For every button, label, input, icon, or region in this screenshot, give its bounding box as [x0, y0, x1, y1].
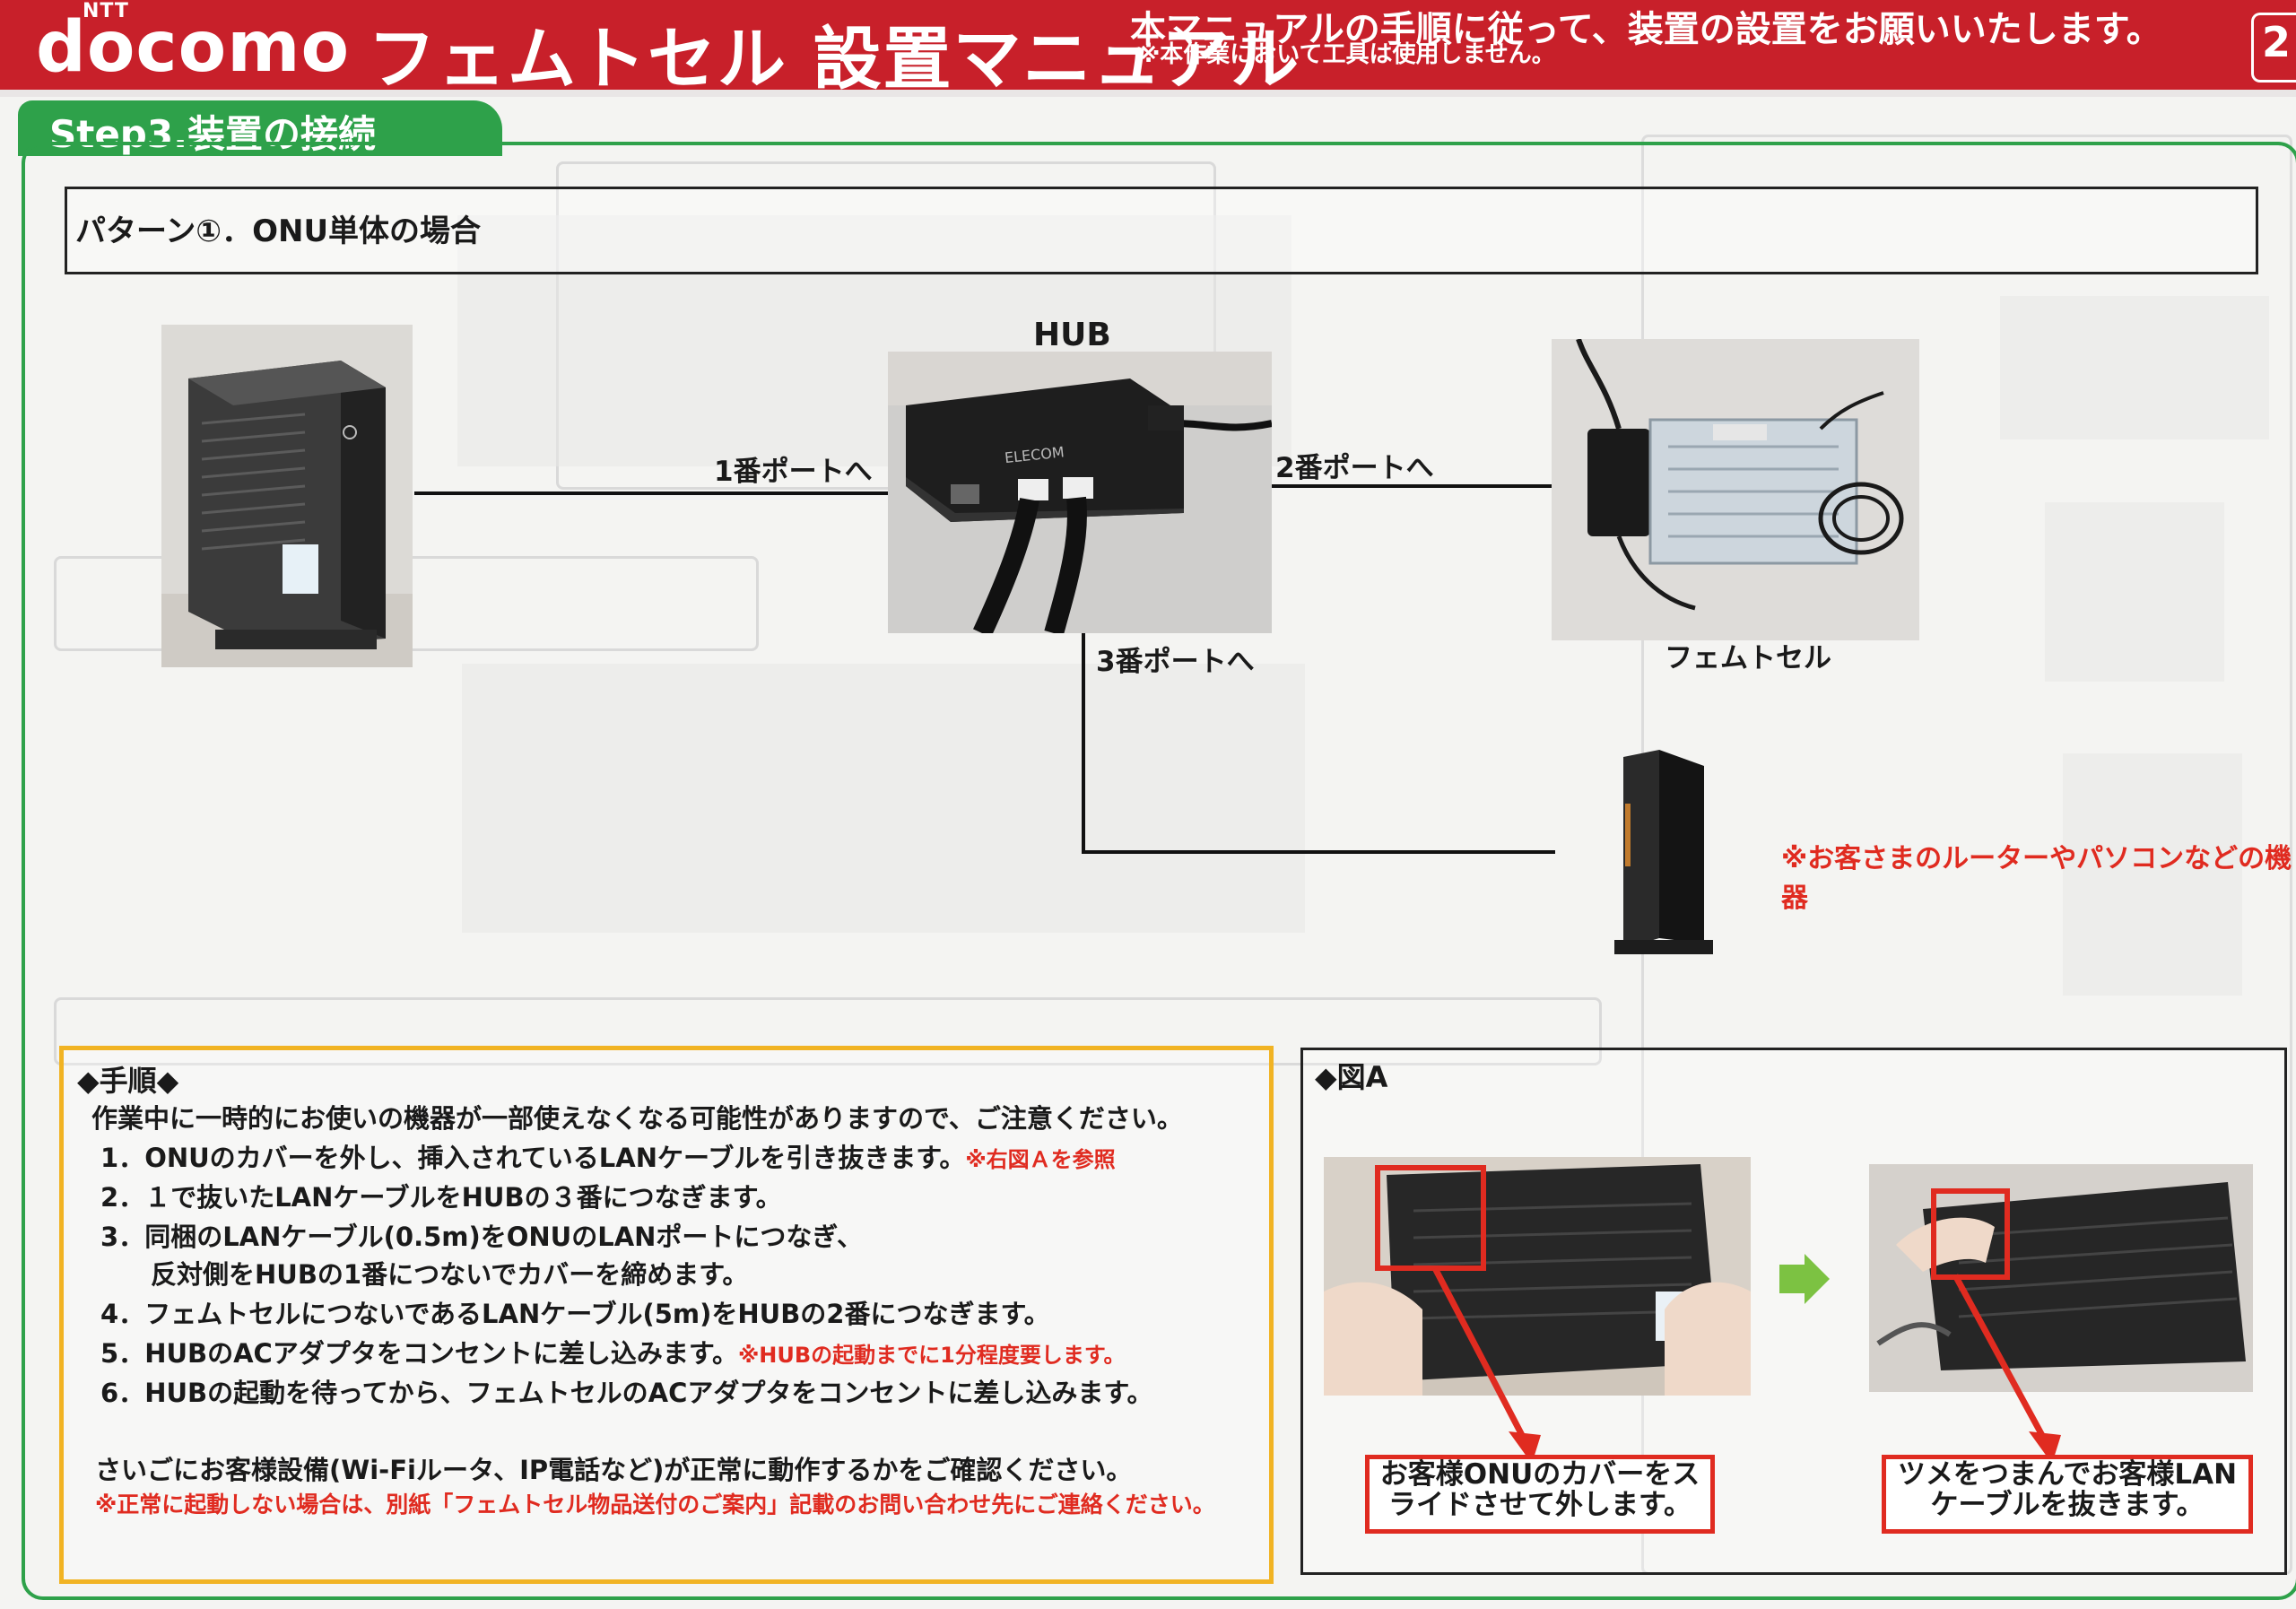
cable-hub-customer-vertical: [1082, 628, 1085, 854]
ghost-panel: [2000, 296, 2269, 439]
step-text: 同梱のLANケーブル(0.5m)をONUのLANポートにつなぎ、: [144, 1222, 863, 1252]
ghost-panel: [54, 997, 1602, 1065]
step-number: 6．: [100, 1378, 145, 1408]
step-frame: [22, 142, 2296, 1600]
callout-line: お客様ONUのカバーをス: [1379, 1458, 1700, 1491]
port2-label: 2番ポートへ: [1275, 452, 1434, 484]
step-text: ONUのカバーを外し、挿入されているLANケーブルを引き抜きます。: [144, 1143, 966, 1173]
step-tab: [18, 100, 502, 156]
cable-hub-customer: [1082, 850, 1555, 854]
onu-cover-photo: [1324, 1157, 1751, 1396]
onu-photo: [161, 325, 413, 667]
cable-hub-femtocell: [1272, 484, 1553, 488]
step-text: フェムトセルにつないであるLANケーブル(5m)をHUBの2番につなぎます。: [144, 1299, 1050, 1329]
step-note: ※右図Ａを参照: [965, 1147, 1116, 1172]
header-instruction: 本マニュアルの手順に従って、装置の設置をお願いいたします。: [1130, 9, 2162, 50]
step-number: 2．: [100, 1182, 145, 1213]
step-number: 3．: [100, 1222, 145, 1252]
brand-super: NTT: [83, 0, 129, 22]
step-number: 4．: [100, 1299, 145, 1329]
callout-line: ライドさせて外します。: [1388, 1489, 1692, 1521]
callout-line: ツメをつまんでお客様LAN: [1897, 1458, 2238, 1491]
procedure-closing: さいごにお客様設備(Wi-Fiルータ、IP電話など)が正常に動作するかをご確認く…: [95, 1455, 1133, 1485]
procedure-warning: ※正常に起動しない場合は、別紙「フェムトセル物品送付のご案内」記載のお問い合わせ…: [95, 1492, 1215, 1518]
callout-pointer-left: [1431, 1266, 1541, 1464]
page-number-badge: [2251, 13, 2296, 83]
step-label: Step3.装置の接続: [49, 112, 377, 156]
procedure-intro: 作業中に一時的にお使いの機器が一部使えなくなる可能性がありますので、ご注意くださ…: [91, 1103, 1183, 1134]
ghost-panel: [2063, 753, 2242, 996]
callout-unplug-cable: ツメをつまんでお客様LAN ケーブルを抜きます。: [1882, 1455, 2253, 1534]
arrow-icon: [1779, 1254, 1830, 1304]
procedure-step: 5．HUBのACアダプタをコンセントに差し込みます。※HUBの起動までに1分程度…: [100, 1333, 1125, 1370]
pattern-box: [65, 187, 2258, 274]
step-number: 5．: [100, 1338, 145, 1369]
femtocell-photo: [1552, 339, 1919, 640]
procedure-step: 4．フェムトセルにつないであるLANケーブル(5m)をHUBの2番につなぎます。: [100, 1293, 1050, 1331]
procedure-step: 6．HUBの起動を待ってから、フェムトセルのACアダプタをコンセントに差し込みま…: [100, 1372, 1153, 1410]
port3-label: 3番ポートへ: [1096, 646, 1255, 678]
customer-device-note: ※お客さまのルーターやパソコンなどの機器: [1781, 843, 2292, 914]
port1-label: 1番ポートへ: [714, 456, 873, 488]
ghost-panel: [2045, 502, 2224, 682]
pattern-label: パターン①．ONU単体の場合: [75, 213, 482, 249]
ghost-panel: [462, 664, 1305, 933]
callout-remove-cover: お客様ONUのカバーをス ライドさせて外します。: [1365, 1455, 1715, 1534]
procedure-step: 反対側をHUBの1番につないでカバーを締めます。: [151, 1254, 748, 1292]
callout-line: ケーブルを抜きます。: [1930, 1489, 2205, 1521]
step-note: ※HUBの起動までに1分程度要します。: [737, 1343, 1126, 1368]
lan-cable-photo: [1869, 1164, 2253, 1392]
step-text: １で抜いたLANケーブルをHUBの３番につなぎます。: [144, 1182, 782, 1213]
step-text: HUBの起動を待ってから、フェムトセルのACアダプタをコンセントに差し込みます。: [144, 1378, 1153, 1408]
step-text: 反対側をHUBの1番につないでカバーを締めます。: [151, 1259, 749, 1290]
header-bar: [0, 0, 2296, 97]
hub-photo: ELECOM: [888, 352, 1272, 633]
manual-title: フェムトセル 設置マニュアル: [368, 19, 1301, 99]
page-number: 2: [2262, 18, 2292, 66]
procedure-step: 3．同梱のLANケーブル(0.5m)をONUのLANポートにつなぎ、: [100, 1216, 863, 1254]
cable-onu-hub: [414, 491, 891, 495]
brand-logo: docomo: [36, 7, 351, 88]
femtocell-label: フェムトセル: [1665, 642, 1831, 674]
hub-label: HUB: [1033, 317, 1111, 353]
customer-router-photo: [1614, 750, 1713, 954]
procedure-step: 1．ONUのカバーを外し、挿入されているLANケーブルを引き抜きます。※右図Ａを…: [100, 1137, 1116, 1175]
procedure-heading: ◆手順◆: [77, 1064, 179, 1098]
procedure-box: [59, 1046, 1274, 1584]
figure-a-heading: ◆図A: [1315, 1060, 1388, 1094]
header-note: ※本作業において工具は使用しません。: [1137, 41, 1555, 68]
procedure-step: 2．１で抜いたLANケーブルをHUBの３番につなぎます。: [100, 1177, 782, 1214]
step-text: HUBのACアダプタをコンセントに差し込みます。: [144, 1338, 738, 1369]
step-number: 1．: [100, 1143, 145, 1173]
callout-pointer-right: [1952, 1274, 2061, 1464]
